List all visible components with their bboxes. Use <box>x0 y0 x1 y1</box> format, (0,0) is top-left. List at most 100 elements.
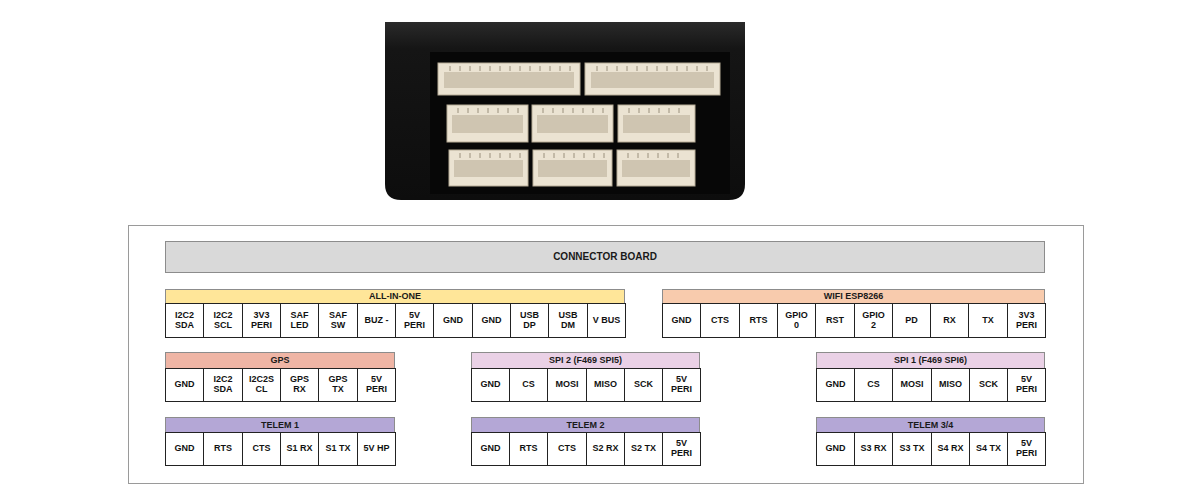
pin-cell: SAF SW <box>318 303 358 338</box>
pin-name: MISO <box>594 380 617 390</box>
pin-name: S1 RX <box>286 444 312 454</box>
group-header: SPI 1 (F469 SPI6) <box>816 352 1045 369</box>
pin-name: RX <box>943 316 956 326</box>
pin-cell: 5V PERI <box>1007 368 1046 402</box>
pin-name: S4 TX <box>976 444 1001 454</box>
pin-name: GPS RX <box>290 375 309 395</box>
pin-name: GND <box>482 316 502 326</box>
pin-cell: BUZ - <box>357 303 396 338</box>
pin-name: USB DM <box>558 311 577 331</box>
pin-cell: GND <box>471 368 510 402</box>
pin-cell: GPIO 2 <box>854 303 893 338</box>
pin-cell: S2 RX <box>586 432 625 466</box>
pin-name: 3V3 PERI <box>1016 311 1037 331</box>
pin-cell: SCK <box>969 368 1008 402</box>
pin-name: S3 RX <box>860 444 886 454</box>
pin-name: SAF SW <box>329 311 347 331</box>
group-header: TELEM 1 <box>165 417 395 433</box>
pin-name: 5V PERI <box>1016 375 1037 395</box>
pin-cell: S3 TX <box>892 432 932 466</box>
pin-name: TX <box>982 316 994 326</box>
group-title: ALL-IN-ONE <box>369 292 421 301</box>
group-title: WIFI ESP8266 <box>824 292 884 301</box>
pin-cell: I2C2 SCL <box>203 303 243 338</box>
group-header: TELEM 2 <box>471 417 700 433</box>
group-title: SPI 1 (F469 SPI6) <box>894 356 967 365</box>
pin-cell: GND <box>662 303 701 338</box>
pin-name: MISO <box>939 380 962 390</box>
pin-cell: 3V3 PERI <box>1007 303 1046 338</box>
pin-name: SCK <box>634 380 653 390</box>
pin-cell: I2C2S CL <box>242 368 281 402</box>
pin-cell: GND <box>471 432 510 466</box>
pin-cell: S3 RX <box>854 432 893 466</box>
pin-cell: USB DP <box>510 303 549 338</box>
pin-cell: 5V PERI <box>1007 432 1046 466</box>
pin-cell: GND <box>165 432 204 466</box>
pin-name: 5V PERI <box>671 375 692 395</box>
pin-name: GND <box>826 444 846 454</box>
pin-cell: MISO <box>586 368 625 402</box>
pin-name: I2C2 SDA <box>213 375 232 395</box>
pin-cell: 5V PERI <box>357 368 396 402</box>
pin-cell: RTS <box>509 432 548 466</box>
pin-name: I2C2 SCL <box>213 311 232 331</box>
housing-body <box>385 22 745 200</box>
group-title: TELEM 1 <box>261 421 299 430</box>
pin-name: CS <box>867 380 880 390</box>
group-header: GPS <box>165 352 395 369</box>
pin-name: PD <box>905 316 918 326</box>
group-title: SPI 2 (F469 SPI5) <box>549 356 622 365</box>
pin-cell: MOSI <box>547 368 587 402</box>
pin-cell: I2C2 SDA <box>165 303 204 338</box>
connector-panel <box>430 52 730 194</box>
pin-cell: CS <box>854 368 893 402</box>
pin-name: S4 RX <box>937 444 963 454</box>
group-header: TELEM 3/4 <box>816 417 1045 433</box>
pin-cell: V BUS <box>587 303 626 338</box>
pin-name: MOSI <box>900 380 923 390</box>
pin-name: 5V PERI <box>366 375 387 395</box>
pin-cell: S1 RX <box>280 432 319 466</box>
pin-cell: S4 RX <box>931 432 970 466</box>
pin-name: S1 TX <box>325 444 350 454</box>
pin-name: GPIO 0 <box>785 311 808 331</box>
pin-name: RTS <box>750 316 768 326</box>
pin-cell: SAF LED <box>280 303 319 338</box>
pin-name: 5V PERI <box>404 311 425 331</box>
pin-cell: CTS <box>242 432 281 466</box>
pin-name: 3V3 PERI <box>251 311 272 331</box>
pin-cell: GND <box>433 303 473 338</box>
pin-name: GND <box>175 380 195 390</box>
pin-cell: S4 TX <box>969 432 1008 466</box>
pin-cell: 5V PERI <box>395 303 434 338</box>
pin-name: RTS <box>214 444 232 454</box>
pin-name: 5V PERI <box>1016 439 1037 459</box>
pin-cell: 5V PERI <box>662 368 701 402</box>
pin-name: V BUS <box>593 316 621 326</box>
pin-cell: 3V3 PERI <box>242 303 281 338</box>
group-title: TELEM 2 <box>566 421 604 430</box>
pin-name: MOSI <box>555 380 578 390</box>
pin-name: I2C2 SDA <box>175 311 194 331</box>
group-header: ALL-IN-ONE <box>165 289 625 304</box>
pin-cell: RX <box>930 303 969 338</box>
group-title: GPS <box>270 356 289 365</box>
pin-cell: CTS <box>547 432 587 466</box>
connector-pins <box>450 66 707 158</box>
pin-cell: RST <box>815 303 855 338</box>
pin-cell: GND <box>472 303 511 338</box>
pin-name: SAF LED <box>291 311 309 331</box>
group-header: WIFI ESP8266 <box>662 289 1045 304</box>
pin-name: 5V PERI <box>671 439 692 459</box>
pin-cell: CS <box>509 368 548 402</box>
pin-name: I2C2S CL <box>249 375 274 395</box>
pin-cell: TX <box>968 303 1008 338</box>
group-title: TELEM 3/4 <box>908 421 954 430</box>
pin-name: GND <box>826 380 846 390</box>
pin-cell: S2 TX <box>624 432 663 466</box>
connector-housings <box>438 63 720 186</box>
pin-cell: PD <box>892 303 931 338</box>
pin-cell: GPIO 0 <box>777 303 816 338</box>
pin-cell: CTS <box>700 303 740 338</box>
